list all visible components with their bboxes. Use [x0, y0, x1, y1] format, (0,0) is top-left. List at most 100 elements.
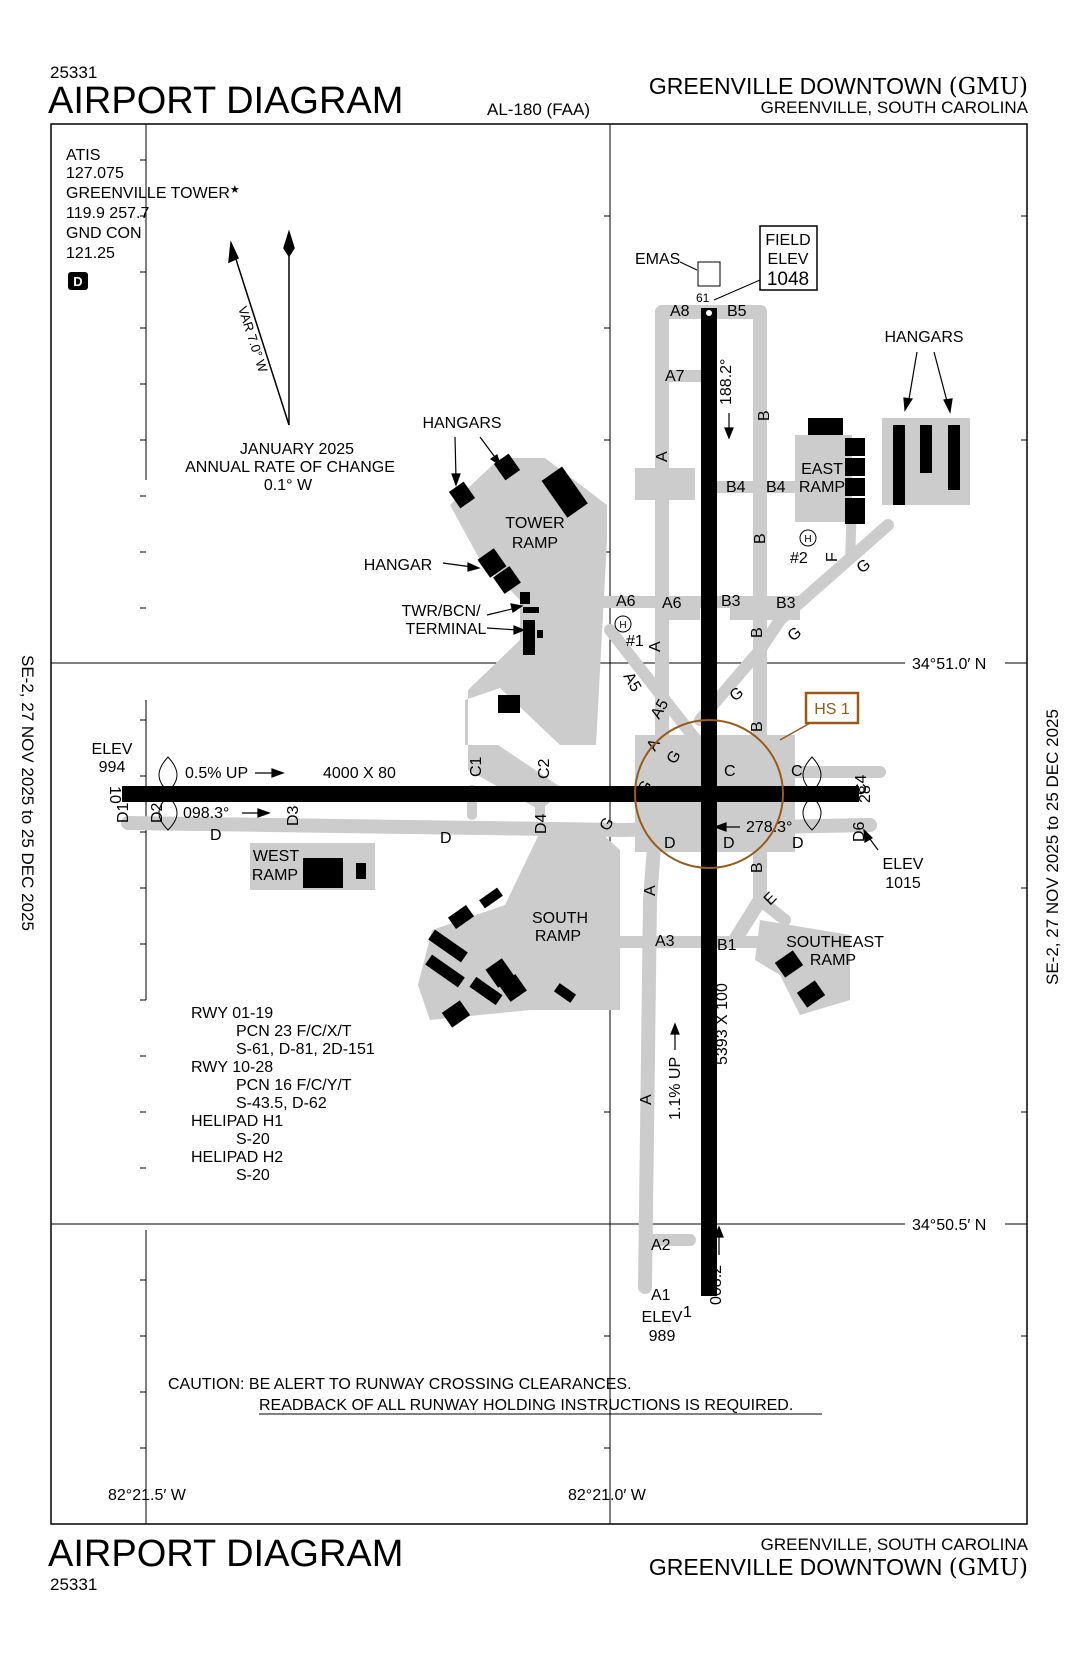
helipad-2-label: #2: [790, 550, 808, 567]
emas-box: [697, 261, 721, 287]
chart-frame: [50, 123, 1028, 1525]
pcn-line-3: S-61, D-81, 2D-151: [236, 1041, 375, 1058]
d-atis-badge-text: D: [73, 274, 82, 289]
emas-leader: [679, 261, 698, 271]
rwy-10-28-dims: 4000 X 80: [323, 765, 396, 782]
tower-freq: 119.9 257.7: [66, 205, 149, 222]
hangars-tower-label: HANGARS: [422, 415, 501, 432]
page-title-bottom: AIRPORT DIAGRAM: [48, 1533, 403, 1575]
rwy-01-heading: 008.2°: [708, 1259, 725, 1305]
hotspot-hs1-label: HS 1: [814, 701, 850, 718]
tower-label: GREENVILLE TOWER★: [66, 184, 240, 202]
coord-lon-west: 82°21.5′ W: [108, 1487, 187, 1504]
rwy-10-heading-arrow: [242, 808, 271, 818]
atis-label: ATIS: [66, 147, 100, 164]
pcn-line-4: RWY 10-28: [191, 1059, 273, 1076]
taxiway-a5: [604, 624, 706, 751]
twy-b3-east: B3: [776, 595, 796, 612]
rwy-28-elev-label: ELEV: [883, 856, 924, 873]
twy-a3: A3: [655, 933, 675, 950]
twy-b4-west: B4: [726, 479, 746, 496]
gnd-freq: 121.25: [66, 245, 115, 262]
pcn-line-9: HELIPAD H2: [191, 1149, 283, 1166]
d-atis-badge-icon: [68, 272, 88, 290]
rwy-28-end-number: 28: [857, 785, 874, 803]
south-ramp-label-1: SOUTH: [532, 910, 588, 927]
airport-name-bottom: GREENVILLE DOWNTOWN (GMU): [649, 1554, 1028, 1581]
var-label: VAR 7.0° W: [235, 304, 271, 375]
twy-g-2: G: [785, 624, 805, 645]
rwy-28-heading: 278.3°: [746, 819, 792, 836]
tower-ramp-label-1: TOWER: [505, 515, 564, 532]
east-ramp-label-2: RAMP: [799, 479, 845, 496]
rwy-01-19-dims: 5393 X 100: [714, 983, 731, 1065]
field-elev-leader: [713, 279, 761, 301]
emas-label: EMAS: [635, 251, 680, 268]
runway-10-28: [122, 786, 859, 802]
rwy-28-elev-value: 1015: [885, 875, 921, 892]
rwy-10-slope-arrow: [255, 768, 285, 778]
pcn-line-2: PCN 23 F/C/X/T: [236, 1023, 352, 1040]
caution-line-1: CAUTION: BE ALERT TO RUNWAY CROSSING CLE…: [168, 1376, 632, 1393]
west-ramp-label-2: RAMP: [252, 867, 298, 884]
twy-a1: A1: [651, 1287, 671, 1304]
helipad-1-symbol: H: [619, 620, 626, 631]
twy-a7: A7: [665, 368, 685, 385]
twy-a2: A2: [651, 1237, 671, 1254]
runway-hold-markers: [158, 756, 822, 831]
rwy-19-heading: 188.2°: [718, 359, 735, 405]
hotspot-hs1-box: [804, 691, 860, 725]
south-ramp-label-2: RAMP: [535, 928, 581, 945]
twy-c4: C4: [853, 774, 870, 795]
pcn-line-10: S-20: [236, 1167, 270, 1184]
chart-number-bottom: 25331: [50, 1575, 97, 1594]
twy-d4: D4: [533, 813, 550, 834]
grid-lon-west: [140, 124, 147, 1524]
caution-line-2: READBACK OF ALL RUNWAY HOLDING INSTRUCTI…: [259, 1397, 793, 1414]
tower-part-time-star: ★: [230, 184, 240, 196]
west-ramp-label-1: WEST: [253, 848, 299, 865]
magvar-rate-label: ANNUAL RATE OF CHANGE: [185, 459, 395, 476]
taxiway-d: [121, 816, 877, 837]
coord-lat-north: 34°51.0′ N: [912, 656, 986, 673]
rwy-01-end-number: 1: [683, 1304, 692, 1321]
hangar-single-label: HANGAR: [364, 557, 432, 574]
rwy-01-slope-arrow: [670, 1022, 680, 1050]
twy-d-4: D: [723, 835, 735, 852]
twy-b1: B1: [717, 937, 737, 954]
twy-c-1: C: [724, 763, 736, 780]
twy-d6: D6: [851, 821, 868, 842]
twy-b3-west: B3: [721, 593, 741, 610]
twy-a-5: A: [638, 1094, 655, 1105]
airport-id-footer: (GMU): [949, 1555, 1028, 1581]
helipad-2-symbol: H: [804, 534, 811, 545]
twy-d-3: D: [664, 835, 676, 852]
twy-c-2: C: [791, 763, 803, 780]
emas-distance: 61: [696, 291, 710, 305]
twy-a6-west: A6: [616, 593, 636, 610]
east-ramp-label-1: EAST: [801, 461, 843, 478]
buildings: [303, 418, 960, 1028]
rwy-10-slope: 0.5% UP: [185, 765, 248, 782]
southeast-ramp-label-2: RAMP: [810, 952, 856, 969]
field-elev-box: [759, 225, 818, 291]
tower-ramp-label-2: RAMP: [512, 535, 558, 552]
rwy-01-elev-value: 989: [649, 1328, 676, 1345]
atis-freq: 127.075: [66, 165, 124, 182]
airport-location-bottom: GREENVILLE, SOUTH CAROLINA: [761, 1535, 1029, 1554]
south-ramp: [418, 832, 620, 1020]
twy-a8: A8: [670, 303, 690, 320]
magvar-date: JANUARY 2025: [240, 441, 354, 458]
twy-d-5: D: [792, 835, 804, 852]
magnetic-variation-arrows: [228, 229, 295, 426]
twy-d-1: D: [210, 827, 222, 844]
twy-a-4: A: [642, 885, 659, 896]
southeast-ramp: [755, 920, 850, 1015]
twy-a-1: A: [654, 451, 671, 462]
runway-19-threshold-light: [706, 310, 712, 316]
field-elev-value: 1048: [767, 269, 809, 290]
chart-number-top: 25331: [50, 63, 97, 82]
twy-f: F: [824, 552, 841, 562]
twy-d2: D2: [149, 802, 166, 823]
twy-a-2: A: [647, 641, 664, 652]
